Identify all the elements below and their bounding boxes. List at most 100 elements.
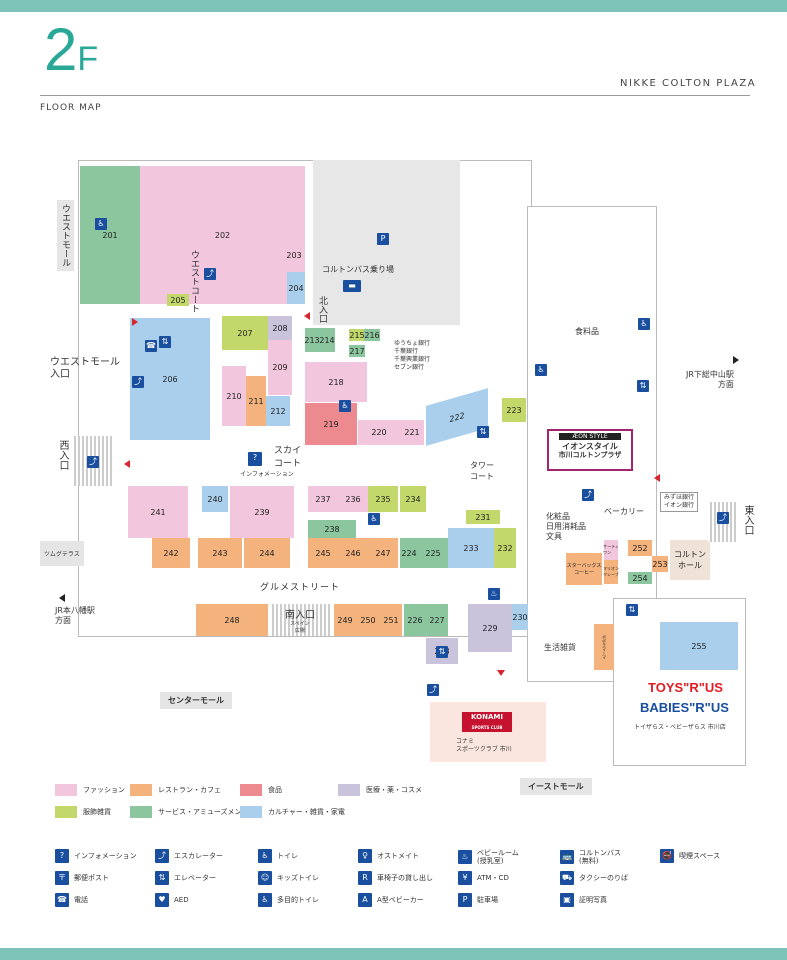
legend-icon: P bbox=[458, 893, 472, 907]
unit-237[interactable]: 237 bbox=[308, 486, 338, 512]
unit-211[interactable]: 211 bbox=[246, 376, 266, 426]
accessible-icon[interactable]: ♿ bbox=[638, 318, 650, 330]
parking-icon[interactable]: P bbox=[377, 233, 389, 245]
unit-202[interactable]: 202 bbox=[140, 166, 305, 304]
south-stairs bbox=[270, 604, 330, 636]
unit-213[interactable]: 213 bbox=[304, 328, 320, 352]
thirtyone-unit[interactable]: サーティ ワン bbox=[603, 540, 619, 560]
unit-223[interactable]: 223 bbox=[502, 398, 526, 422]
unit-253[interactable]: 253 bbox=[652, 556, 668, 572]
unit-227[interactable]: 227 bbox=[426, 604, 448, 636]
unit-207[interactable]: 207 bbox=[222, 316, 268, 350]
unit-220[interactable]: 220 bbox=[358, 420, 400, 445]
unit-250[interactable]: 250 bbox=[356, 604, 380, 636]
escalator-icon[interactable]: ⤴ bbox=[132, 376, 144, 388]
unit-242[interactable]: 242 bbox=[152, 538, 190, 568]
toilet-icon[interactable]: ♿ bbox=[339, 400, 351, 412]
elevator-icon[interactable]: ⇅ bbox=[436, 646, 448, 658]
unit-252[interactable]: 252 bbox=[628, 540, 652, 556]
unit-203[interactable]: 203 bbox=[283, 238, 305, 272]
unit-243[interactable]: 243 bbox=[198, 538, 242, 568]
unit-233[interactable]: 233 bbox=[448, 528, 494, 568]
unit-217[interactable]: 217 bbox=[349, 345, 365, 357]
unit-241[interactable]: 241 bbox=[128, 486, 188, 538]
unit-244[interactable]: 244 bbox=[244, 538, 290, 568]
unit-214[interactable]: 214 bbox=[319, 328, 335, 352]
unit-238[interactable]: 238 bbox=[308, 520, 356, 538]
legend-icon-item: ⛟タクシーのりば bbox=[560, 871, 628, 885]
escalator-icon[interactable]: ⤴ bbox=[204, 268, 216, 280]
escalator-icon[interactable]: ⤴ bbox=[582, 489, 594, 501]
unit-235[interactable]: 235 bbox=[368, 486, 398, 512]
unit-230[interactable]: 230 bbox=[512, 604, 528, 630]
unit-205[interactable]: 205 bbox=[167, 294, 189, 306]
banks-label: ゆうちょ銀行 千葉銀行 千葉興業銀行 セブン銀行 bbox=[394, 340, 431, 371]
legend-category-item: サービス・アミューズメント bbox=[130, 806, 249, 818]
escalator-icon[interactable]: ⤴ bbox=[427, 684, 439, 696]
unit-212[interactable]: 212 bbox=[266, 396, 290, 426]
unit-210[interactable]: 210 bbox=[222, 366, 246, 426]
unit-245[interactable]: 245 bbox=[308, 538, 338, 568]
tower-court-label: タワーコート bbox=[470, 461, 494, 481]
unit-249[interactable]: 249 bbox=[334, 604, 356, 636]
elevator-icon[interactable]: ⇅ bbox=[626, 604, 638, 616]
unit-251[interactable]: 251 bbox=[380, 604, 402, 636]
mall-name: NIKKE COLTON PLAZA bbox=[620, 78, 757, 89]
header-divider bbox=[40, 95, 750, 96]
unit-246[interactable]: 246 bbox=[338, 538, 368, 568]
baby-room-icon[interactable]: ♨ bbox=[488, 588, 500, 600]
toilet-icon[interactable]: ♿ bbox=[535, 364, 547, 376]
bus-icon[interactable]: ▬ bbox=[343, 280, 361, 292]
aeon-style-logo: ÆON STYLE bbox=[559, 433, 621, 440]
aeon-style-name: イオンスタイル bbox=[562, 442, 618, 451]
colton-hall[interactable]: コルトン ホール bbox=[670, 540, 710, 580]
unit-229[interactable]: 229 bbox=[468, 604, 512, 652]
toilet-icon[interactable]: ♿ bbox=[95, 218, 107, 230]
south-entrance-label: 南入口 bbox=[285, 610, 315, 621]
unit-255[interactable]: 255 bbox=[660, 622, 738, 670]
mariona-unit[interactable]: マリオン クレープ bbox=[603, 560, 619, 584]
popolamama-unit[interactable]: ポポラマーマ bbox=[594, 624, 614, 670]
legend-icon: 🚭 bbox=[660, 849, 674, 863]
telephone-icon[interactable]: ☎ bbox=[145, 340, 157, 352]
legend-category-item: レストラン・カフェ bbox=[130, 784, 221, 796]
unit-236[interactable]: 236 bbox=[338, 486, 368, 512]
starbucks-unit[interactable]: スターバックス コーヒー bbox=[566, 553, 602, 585]
unit-216[interactable]: 216 bbox=[364, 329, 380, 341]
unit-224[interactable]: 224 bbox=[400, 538, 418, 568]
elevator-icon[interactable]: ⇅ bbox=[159, 336, 171, 348]
legend-swatch bbox=[240, 806, 262, 818]
accessible-icon[interactable]: ♿ bbox=[368, 513, 380, 525]
info-icon[interactable]: ? bbox=[248, 452, 262, 466]
unit-240[interactable]: 240 bbox=[202, 486, 228, 512]
escalator-icon[interactable]: ⤴ bbox=[717, 512, 729, 524]
aeon-style-sign[interactable]: ÆON STYLE イオンスタイル 市川コルトンプラザ bbox=[547, 429, 633, 471]
unit-239[interactable]: 239 bbox=[230, 486, 294, 538]
unit-204[interactable]: 204 bbox=[287, 272, 305, 304]
legend-category-label: カルチャー・雑貨・家電 bbox=[268, 808, 345, 816]
unit-248[interactable]: 248 bbox=[196, 604, 268, 636]
unit-221[interactable]: 221 bbox=[400, 420, 424, 445]
escalator-icon[interactable]: ⤴ bbox=[87, 456, 99, 468]
legend-icon-label: AED bbox=[174, 896, 189, 904]
unit-215[interactable]: 215 bbox=[349, 329, 365, 341]
unit-226[interactable]: 226 bbox=[404, 604, 426, 636]
unit-254[interactable]: 254 bbox=[628, 572, 652, 584]
legend-icon-item: ♿トイレ bbox=[258, 849, 298, 863]
unit-225[interactable]: 225 bbox=[418, 538, 448, 568]
unit-209[interactable]: 209 bbox=[268, 340, 292, 395]
unit-201[interactable]: 201 bbox=[80, 166, 140, 304]
top-band bbox=[0, 0, 787, 12]
unit-234[interactable]: 234 bbox=[400, 486, 426, 512]
unit-247[interactable]: 247 bbox=[368, 538, 398, 568]
legend-swatch bbox=[338, 784, 360, 796]
elevator-icon[interactable]: ⇅ bbox=[637, 380, 649, 392]
unit-208[interactable]: 208 bbox=[268, 316, 292, 340]
elevator-icon[interactable]: ⇅ bbox=[477, 426, 489, 438]
entrance-arrow-icon bbox=[497, 670, 505, 680]
unit-231[interactable]: 231 bbox=[466, 510, 500, 524]
unit-232[interactable]: 232 bbox=[494, 528, 516, 568]
unit-218[interactable]: 218 bbox=[305, 362, 367, 402]
